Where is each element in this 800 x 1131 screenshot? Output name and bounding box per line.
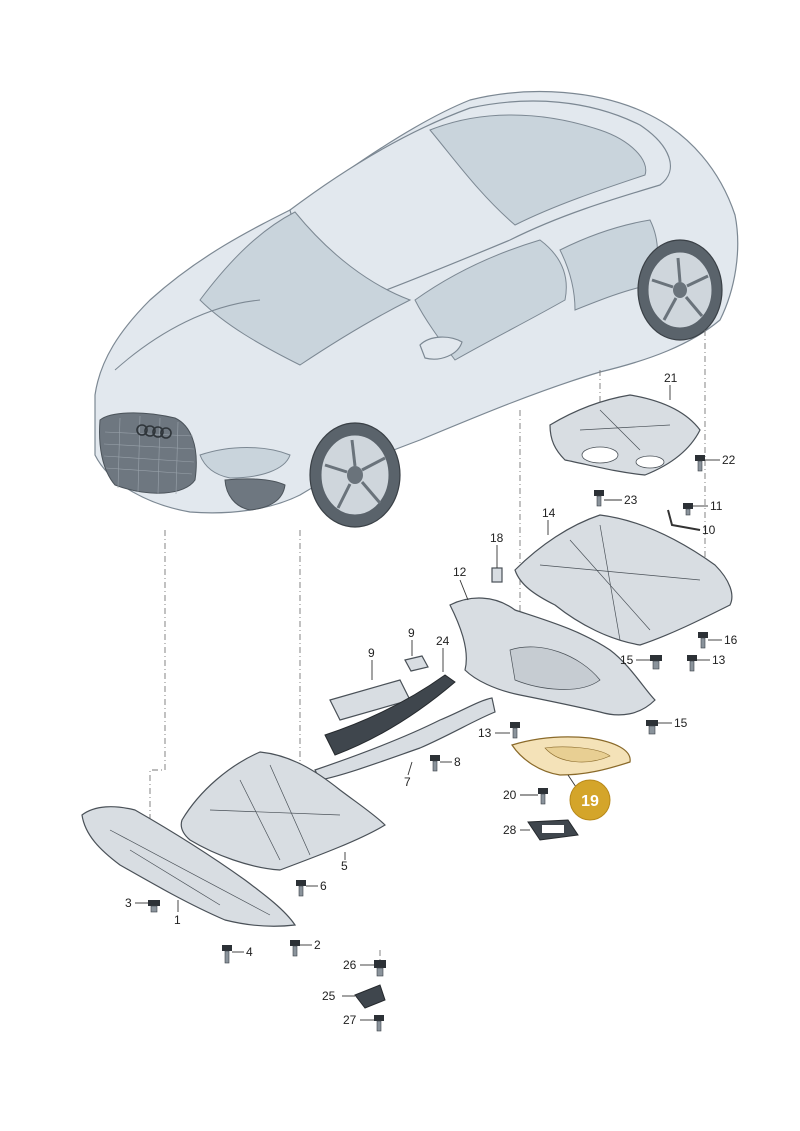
rear-glass bbox=[429, 114, 647, 226]
bolt-13a bbox=[687, 655, 697, 672]
label-11: 11 bbox=[710, 499, 723, 513]
panel-14 bbox=[514, 514, 733, 646]
bolt-16 bbox=[698, 632, 708, 649]
bolt-20 bbox=[538, 788, 548, 805]
bolt-27 bbox=[374, 1015, 384, 1032]
label-21: 21 bbox=[664, 371, 678, 385]
label-13b: 13 bbox=[478, 726, 492, 740]
label-9a: 9 bbox=[368, 646, 375, 660]
audi-rings-logo bbox=[136, 424, 172, 439]
label-28: 28 bbox=[503, 823, 517, 837]
windshield bbox=[199, 211, 412, 366]
label-8: 8 bbox=[454, 755, 461, 769]
front-wheel bbox=[309, 422, 401, 528]
part-18 bbox=[491, 567, 503, 583]
part-9-small bbox=[404, 655, 429, 672]
side-mirror bbox=[419, 336, 463, 360]
bolt-23 bbox=[594, 490, 604, 507]
part-24 bbox=[324, 674, 456, 756]
bolt-6 bbox=[296, 880, 306, 897]
panel-5 bbox=[180, 751, 386, 871]
part-labels: 21 22 23 11 10 14 18 12 16 15 13 9 9 24 … bbox=[125, 371, 738, 1027]
front-side-intake bbox=[224, 478, 286, 511]
label-27: 27 bbox=[343, 1013, 357, 1027]
label-13a: 13 bbox=[712, 653, 726, 667]
bolt-2 bbox=[290, 940, 300, 957]
label-2: 2 bbox=[314, 938, 321, 952]
leader-lines bbox=[135, 385, 722, 1021]
rear-wheel bbox=[637, 239, 723, 341]
label-25: 25 bbox=[322, 989, 336, 1003]
headlight bbox=[199, 447, 291, 479]
bolt-11 bbox=[683, 503, 693, 516]
label-20: 20 bbox=[503, 788, 517, 802]
label-5: 5 bbox=[341, 859, 348, 873]
label-26: 26 bbox=[343, 958, 357, 972]
label-6: 6 bbox=[320, 879, 327, 893]
label-15a: 15 bbox=[620, 653, 634, 667]
label-7: 7 bbox=[404, 775, 411, 789]
grille-mesh bbox=[103, 415, 195, 495]
label-12: 12 bbox=[453, 565, 467, 579]
underbody-panels bbox=[81, 394, 733, 1009]
bolt-8 bbox=[430, 755, 440, 772]
label-22: 22 bbox=[722, 453, 736, 467]
panel-1 bbox=[81, 806, 297, 927]
label-18: 18 bbox=[490, 531, 504, 545]
label-16: 16 bbox=[724, 633, 738, 647]
clip-3 bbox=[148, 900, 160, 913]
part-25 bbox=[354, 984, 386, 1009]
clip-15b bbox=[646, 720, 658, 735]
label-14: 14 bbox=[542, 506, 556, 520]
fasteners bbox=[148, 455, 708, 1032]
callout-badge: 19 bbox=[569, 779, 611, 821]
label-4: 4 bbox=[246, 945, 253, 959]
label-1: 1 bbox=[174, 913, 181, 927]
label-10: 10 bbox=[702, 523, 716, 537]
bolt-4 bbox=[222, 945, 232, 964]
clip-15a bbox=[650, 655, 662, 670]
label-3: 3 bbox=[125, 896, 132, 910]
car-illustration bbox=[94, 90, 739, 528]
callout-number: 19 bbox=[581, 793, 599, 810]
label-15b: 15 bbox=[674, 716, 688, 730]
label-24: 24 bbox=[436, 634, 450, 648]
label-23: 23 bbox=[624, 493, 638, 507]
front-grille bbox=[99, 412, 197, 494]
panel-7 bbox=[314, 697, 496, 781]
clip-26 bbox=[374, 960, 386, 977]
bolt-13b bbox=[510, 722, 520, 739]
label-9b: 9 bbox=[408, 626, 415, 640]
bolt-22 bbox=[695, 455, 705, 472]
